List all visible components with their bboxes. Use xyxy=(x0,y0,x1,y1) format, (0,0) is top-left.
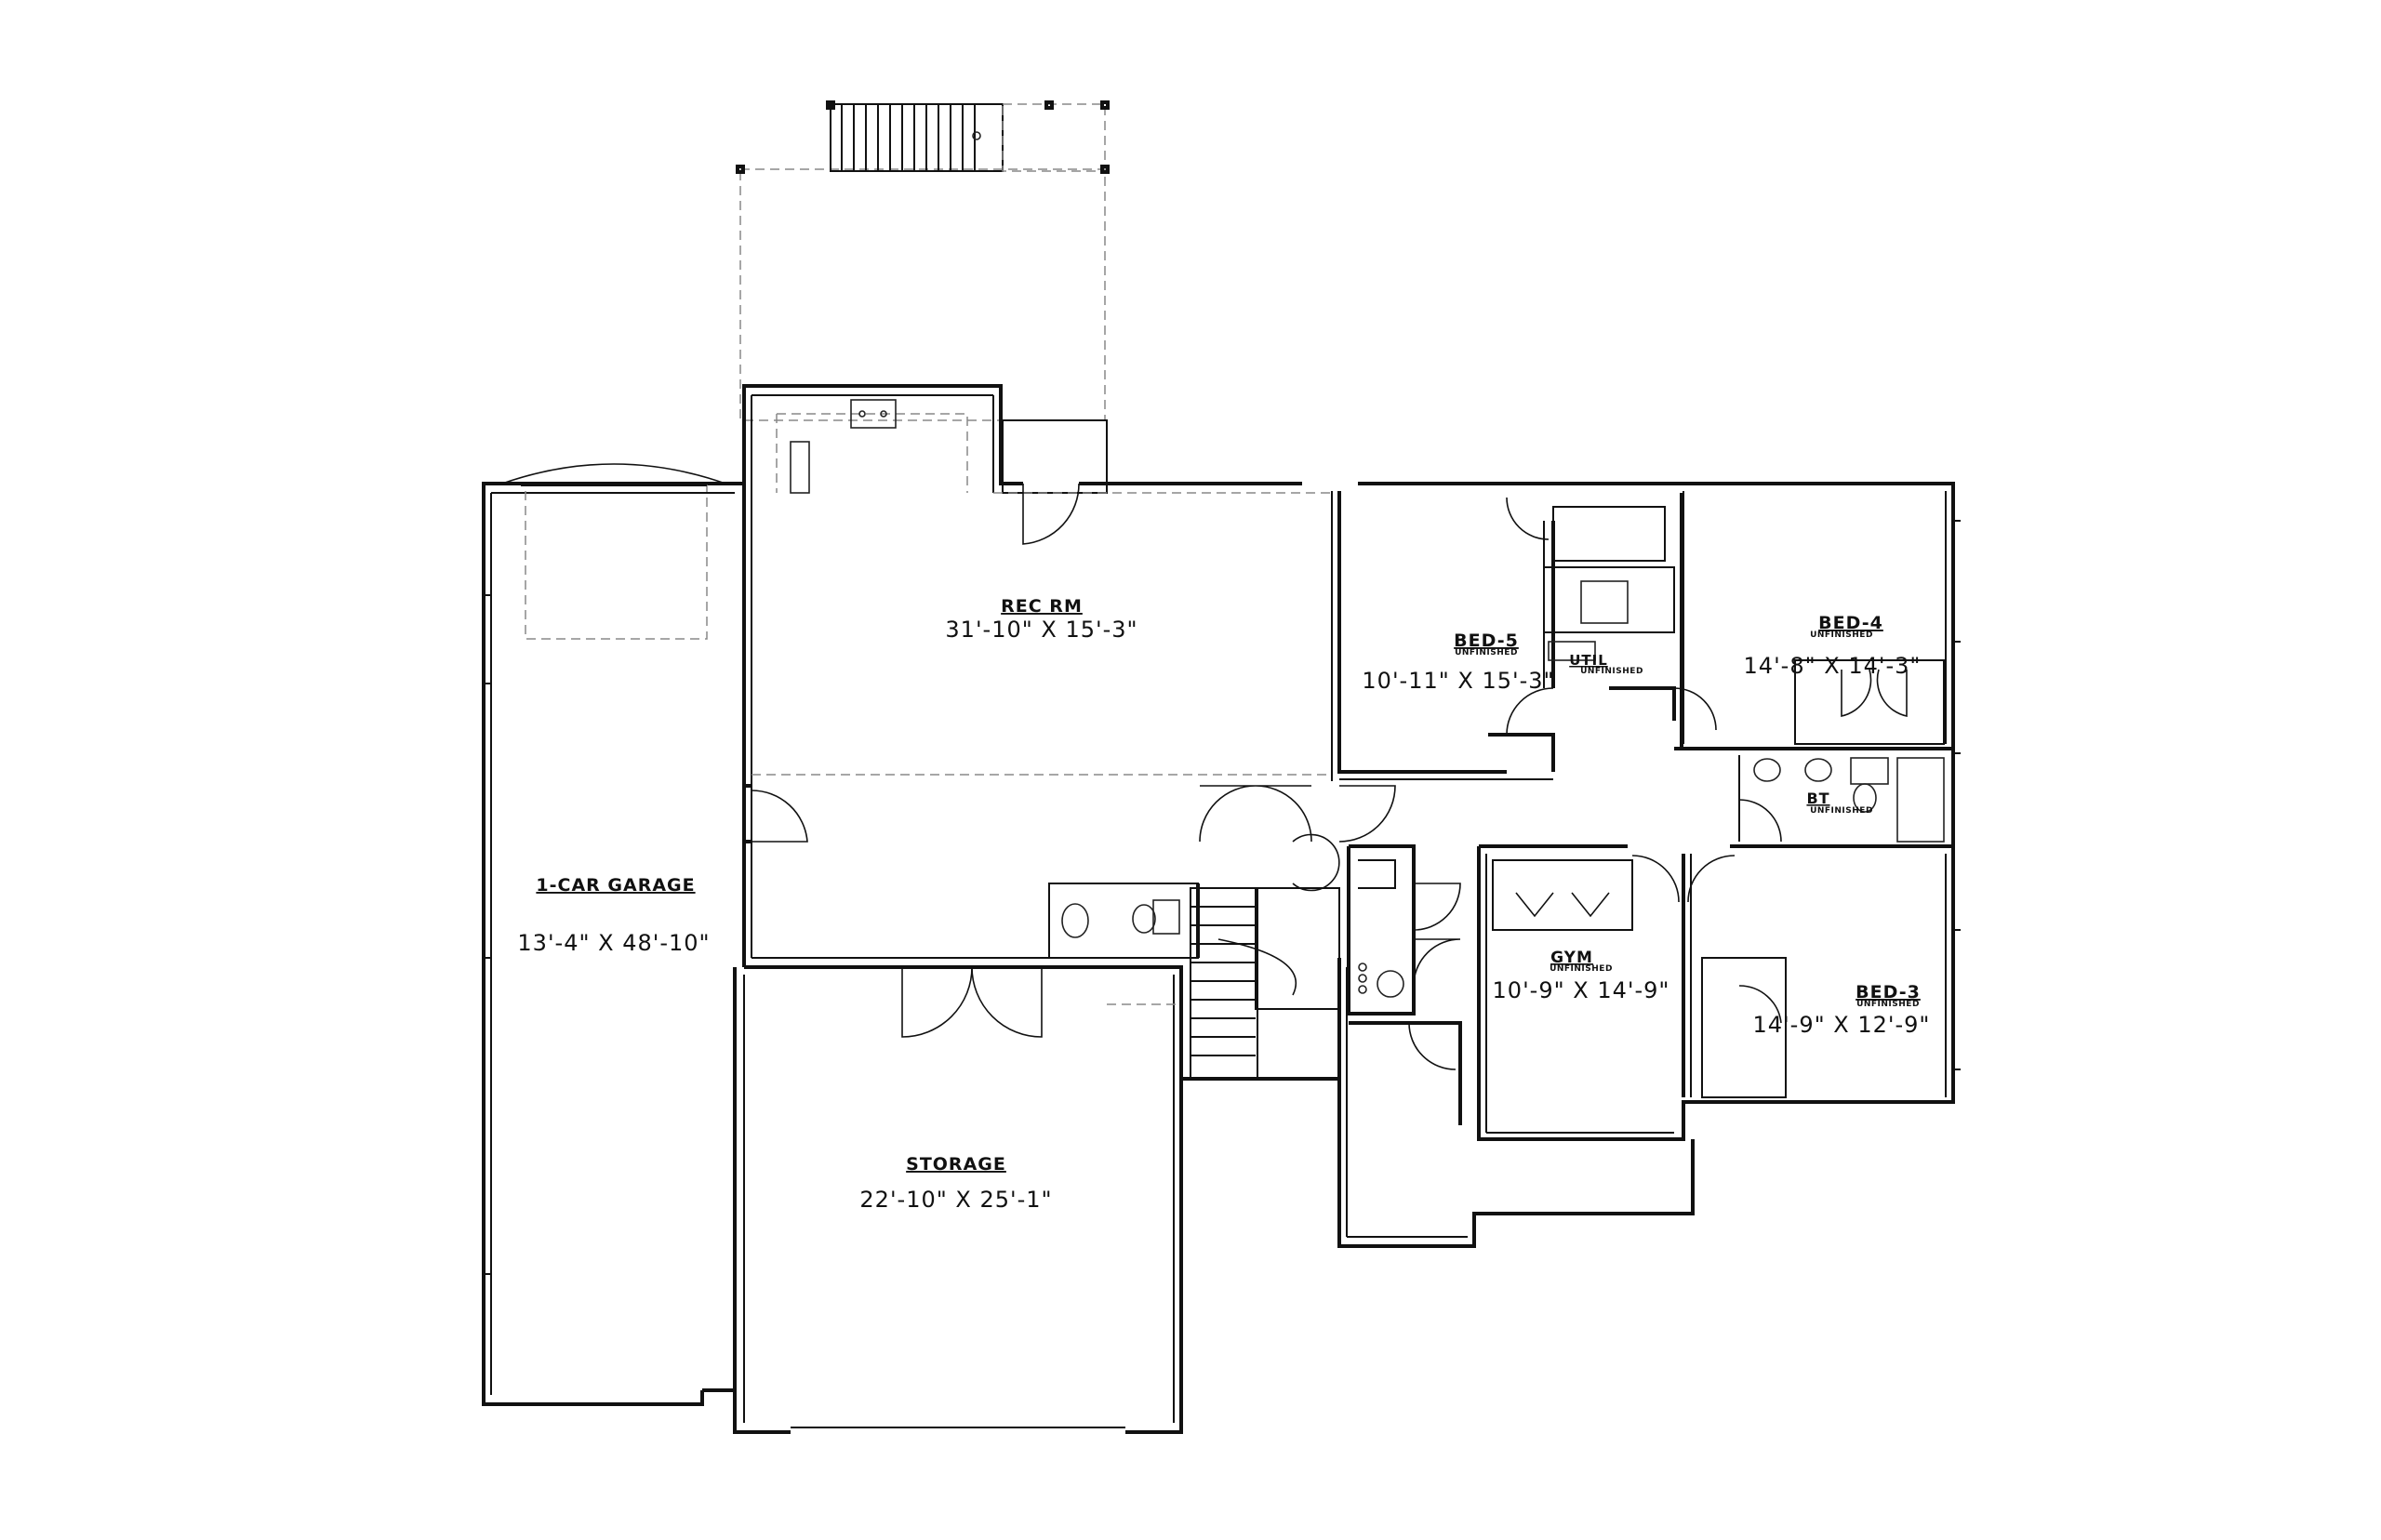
rec-dims: 31'-10" X 15'-3" xyxy=(945,617,1137,643)
bed5-util xyxy=(1331,482,1717,781)
bed4 xyxy=(1674,482,1961,754)
gym-name: GYM xyxy=(1550,949,1593,967)
bed3-dims: 14'-9" X 12'-9" xyxy=(1753,1012,1931,1038)
rec-room xyxy=(742,384,1488,1079)
gym-dims: 10'-9" X 14'-9" xyxy=(1493,977,1670,1003)
bath-sub: UNFINISHED xyxy=(1810,806,1873,816)
bed3 xyxy=(1690,854,1961,1098)
garage-dims: 13'-4" X 48'-10" xyxy=(517,930,710,956)
labels: 1-CAR GARAGE 13'-4" X 48'-10" REC RM 31'… xyxy=(517,596,1931,1213)
storage xyxy=(733,966,1183,1434)
bath-name: BT xyxy=(1806,790,1829,807)
gym xyxy=(1477,844,1955,1141)
bath xyxy=(1730,747,1955,848)
garage-name: 1-CAR GARAGE xyxy=(536,875,695,896)
bed3-name: BED-3 xyxy=(1856,982,1921,1002)
storage-name: STORAGE xyxy=(906,1154,1006,1175)
deck xyxy=(736,100,1110,494)
storage-dims: 22'-10" X 25'-1" xyxy=(859,1187,1052,1213)
deck-posts xyxy=(736,100,1110,174)
deck-stair-treads xyxy=(841,104,976,171)
util-name: UTIL xyxy=(1569,652,1608,669)
bed4-sub: UNFINISHED xyxy=(1810,631,1873,640)
stair-treads xyxy=(1190,906,1256,1056)
bed3-sub: UNFINISHED xyxy=(1856,1000,1920,1009)
bed5-dims: 10'-11" X 15'-3" xyxy=(1362,668,1554,694)
util-sub: UNFINISHED xyxy=(1580,667,1643,676)
bed5-name: BED-5 xyxy=(1454,631,1519,651)
gym-sub: UNFINISHED xyxy=(1550,964,1613,974)
bed5-sub: UNFINISHED xyxy=(1455,648,1518,657)
bed4-dims: 14'-8" X 14'-3" xyxy=(1744,653,1922,679)
rec-name: REC RM xyxy=(1001,596,1083,617)
bed4-name: BED-4 xyxy=(1818,613,1883,633)
mechanical xyxy=(1337,844,1695,1248)
stair-hall xyxy=(1048,785,1396,1081)
